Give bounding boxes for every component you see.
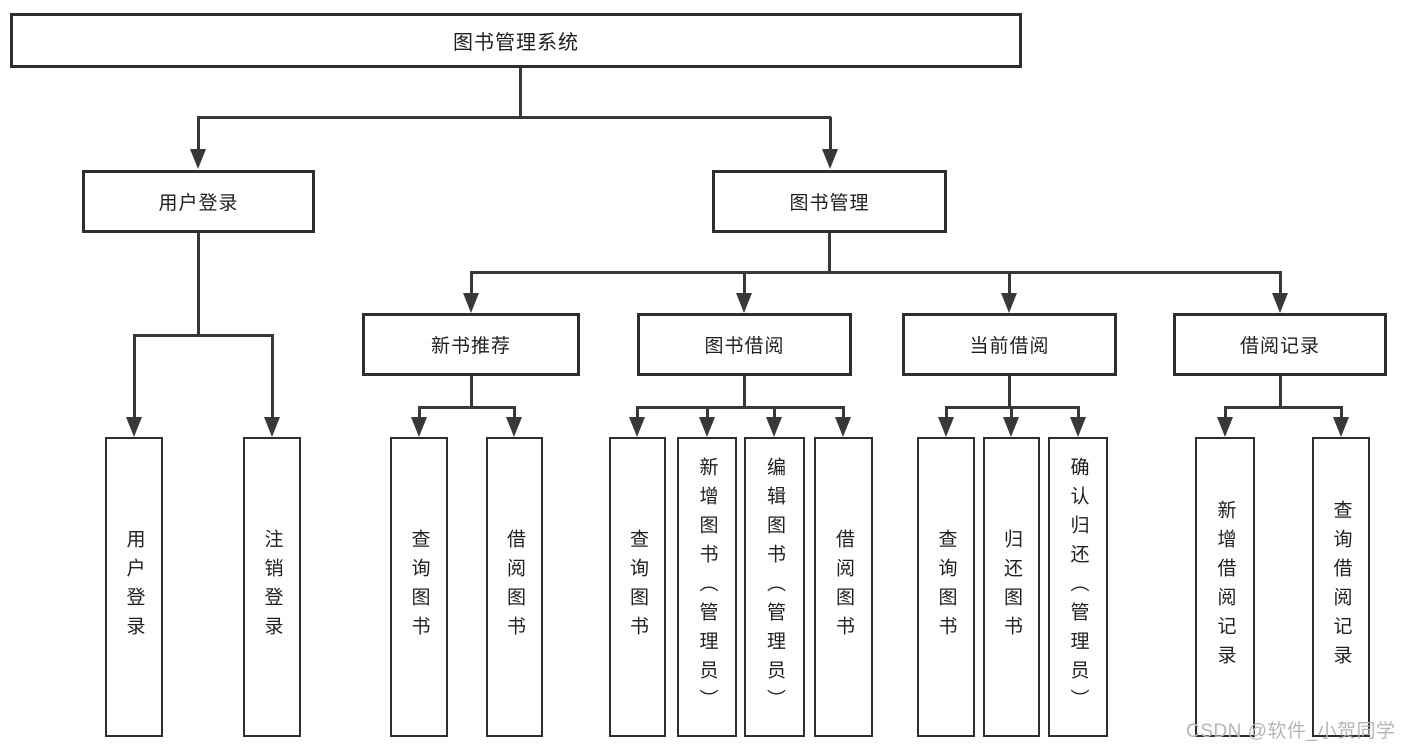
connector-records-arm-1 (1224, 407, 1227, 419)
leaf-query-book: 查询图书 (609, 437, 666, 737)
leaf-borrow-book: 借阅图书 (486, 437, 543, 737)
connector-records-vline (1279, 376, 1282, 408)
connector-login-vline (197, 233, 200, 336)
arrow-down-icon (835, 417, 851, 437)
connector-borrow-hline (636, 406, 845, 409)
node-book-management: 图书管理 (712, 170, 947, 233)
connector-mgmt-vline (828, 233, 831, 273)
connector-records-arm-2 (1340, 407, 1343, 419)
arrow-down-icon (1001, 293, 1017, 313)
node-book-borrow: 图书借阅 (637, 313, 852, 376)
leaf-query-book: 查询图书 (917, 437, 975, 737)
leaf-query-book: 查询图书 (390, 437, 448, 737)
connector-mgmt-arm-2 (743, 272, 746, 295)
leaf-add-borrow-record: 新增借阅记录 (1195, 437, 1255, 737)
arrow-down-icon (629, 417, 645, 437)
leaf-label: 注销登录 (261, 529, 283, 645)
arrow-down-icon (1003, 417, 1019, 437)
leaf-label: 编辑图书（管理员） (764, 456, 785, 718)
watermark: CSDN @软件_小贺同学 (1186, 721, 1396, 742)
leaf-label: 查询借阅记录 (1330, 500, 1352, 674)
node-user-login: 用户登录 (82, 170, 315, 233)
leaf-confirm-return-admin: 确认归还（管理员） (1048, 437, 1108, 737)
leaf-borrow-book: 借阅图书 (814, 437, 873, 737)
connector-recommend-hline (418, 406, 516, 409)
connector-borrow-arm-2 (706, 407, 709, 419)
arrow-down-icon (938, 417, 954, 437)
leaf-return-book: 归还图书 (983, 437, 1040, 737)
leaf-label: 查询图书 (935, 529, 957, 645)
arrow-down-icon (411, 417, 427, 437)
connector-borrow-vline (743, 376, 746, 408)
arrow-down-icon (1217, 417, 1233, 437)
leaf-label: 新增借阅记录 (1214, 500, 1236, 674)
connector-current-arm-3 (1077, 407, 1080, 419)
connector-login-arm-1 (133, 335, 136, 419)
connector-mgmt-arm-1 (470, 272, 473, 295)
arrow-down-icon (1333, 417, 1349, 437)
connector-borrow-arm-1 (636, 407, 639, 419)
connector-login-arm-2 (271, 335, 274, 419)
leaf-add-book-admin: 新增图书（管理员） (677, 437, 737, 737)
connector-root-hline (197, 116, 831, 119)
arrow-down-icon (736, 293, 752, 313)
connector-login-hline (133, 334, 274, 337)
leaf-label: 查询图书 (408, 529, 430, 645)
leaf-label: 借阅图书 (504, 529, 525, 645)
arrow-down-icon (1070, 417, 1086, 437)
arrow-down-icon (1272, 293, 1288, 313)
arrow-down-icon (264, 417, 280, 437)
leaf-label: 确认归还（管理员） (1067, 456, 1089, 718)
connector-recommend-arm-2 (513, 407, 516, 419)
connector-mgmt-arm-4 (1279, 272, 1282, 295)
arrow-down-icon (126, 417, 142, 437)
connector-mgmt-arm-3 (1008, 272, 1011, 295)
connector-recommend-arm-1 (418, 407, 421, 419)
connector-root-arm-left (197, 117, 200, 151)
leaf-label: 归还图书 (1001, 529, 1022, 645)
arrow-down-icon (463, 293, 479, 313)
leaf-logout: 注销登录 (243, 437, 301, 737)
node-borrow-records: 借阅记录 (1173, 313, 1387, 376)
arrow-down-icon (506, 417, 522, 437)
connector-borrow-arm-4 (842, 407, 845, 419)
arrow-down-icon (766, 417, 782, 437)
connector-current-vline (1008, 376, 1011, 408)
arrow-down-icon (822, 149, 838, 169)
leaf-label: 用户登录 (123, 529, 145, 645)
connector-current-arm-2 (1010, 407, 1013, 419)
node-new-book-recommend: 新书推荐 (362, 313, 580, 376)
leaf-label: 查询图书 (627, 529, 648, 645)
leaf-label: 借阅图书 (833, 529, 854, 645)
connector-records-hline (1224, 406, 1343, 409)
leaf-edit-book-admin: 编辑图书（管理员） (744, 437, 805, 737)
connector-borrow-arm-3 (773, 407, 776, 419)
arrow-down-icon (699, 417, 715, 437)
connector-root-vline (519, 68, 522, 117)
connector-mgmt-hline (470, 271, 1282, 274)
node-library-system-root: 图书管理系统 (10, 13, 1022, 68)
leaf-label: 新增图书（管理员） (696, 456, 718, 718)
connector-current-arm-1 (945, 407, 948, 419)
connector-recommend-vline (470, 376, 473, 408)
arrow-down-icon (190, 149, 206, 169)
leaf-user-login: 用户登录 (105, 437, 163, 737)
node-current-borrow: 当前借阅 (902, 313, 1117, 376)
leaf-query-borrow-record: 查询借阅记录 (1312, 437, 1370, 737)
connector-root-arm-right (829, 117, 832, 151)
